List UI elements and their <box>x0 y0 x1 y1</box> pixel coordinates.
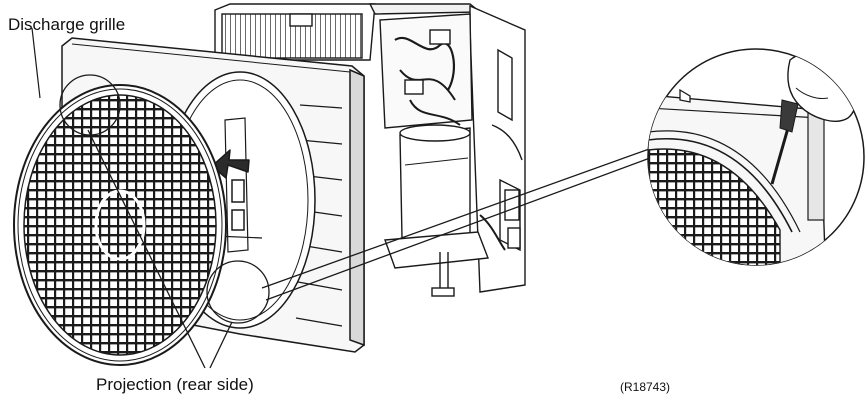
compressor <box>399 127 471 246</box>
discharge-grille-label: Discharge grille <box>8 15 126 34</box>
electrical-box <box>379 13 473 129</box>
rotate-left-arrow-icon <box>211 149 250 179</box>
projection-markers <box>31 27 653 369</box>
projection-label: Projection (rear side) <box>96 375 254 394</box>
outdoor-unit-body <box>214 3 526 297</box>
discharge-grille <box>13 84 227 366</box>
figure-code: (R18743) <box>620 380 671 394</box>
projection-marker-bottom <box>206 260 270 324</box>
zoom-detail <box>647 48 865 266</box>
screwdriver-icon <box>770 99 799 185</box>
